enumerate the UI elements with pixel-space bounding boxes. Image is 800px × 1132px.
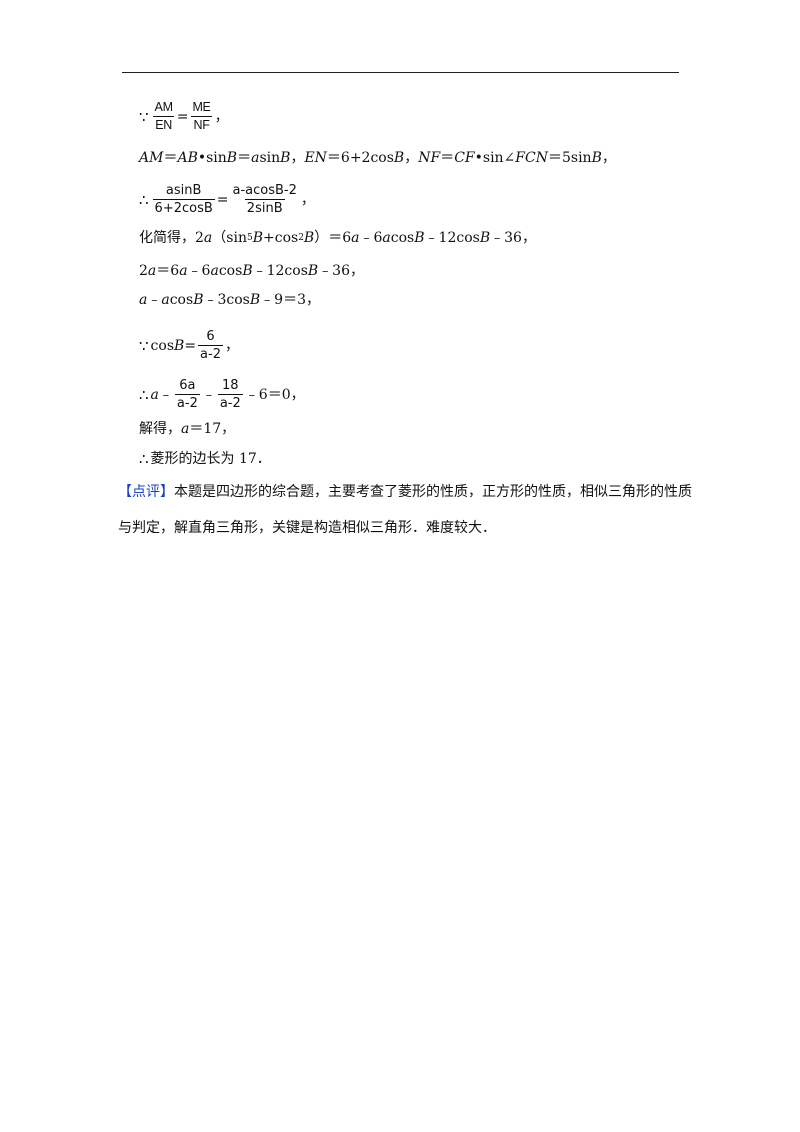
fraction-6a-over-a-2: 6a a-2 (174, 378, 200, 411)
therefore-symbol: ∴ (139, 190, 149, 209)
solution-line: 解得， a ＝17， (139, 421, 236, 437)
comment-tag: 【点评】 (118, 484, 174, 500)
fraction-me-nf: ME NF (191, 100, 212, 132)
fraction-asinb: asinB 6+2cosB (152, 183, 215, 216)
fraction-6-over-a-2: 6 a-2 (198, 329, 223, 362)
equation-a-line: a ﹣ a cos B ﹣3cos B ﹣9＝3， (139, 292, 320, 308)
equation-substituted-line: ∴ a ﹣ 6a a-2 ﹣ 18 a-2 ﹣6＝0， (139, 378, 305, 411)
equation-2a-line: 2 a ＝6 a ﹣6 a cos B ﹣12cos B ﹣36， (139, 263, 365, 279)
therefore-symbol: ∴ (139, 385, 149, 404)
fraction-am-en: AM EN (153, 100, 174, 132)
because-symbol: ∵ (139, 336, 149, 355)
equation-lengths-line: AM ＝ AB •sin B ＝ a sin B ， EN ＝6+2cos B … (139, 150, 616, 166)
because-symbol: ∵ (139, 107, 149, 126)
equation-cosb-line: ∵ cos B = 6 a-2 ， (139, 329, 239, 362)
comment-line-2: 与判定，解直角三角形，关键是构造相似三角形．难度较大． (118, 520, 496, 536)
simplify-line: 化简得，2 a （sin 5 B +cos 2 B ）＝6 a ﹣6 a cos… (139, 230, 536, 246)
fraction-18-over-a-2: 18 a-2 (217, 378, 243, 411)
fraction-a-acosb: a-acosB-2 2sinB (232, 183, 297, 216)
comment-line-1: 【点评】本题是四边形的综合题，主要考查了菱形的性质，正方形的性质，相似三角形的性… (118, 484, 692, 500)
therefore-symbol: ∴ (139, 450, 149, 468)
equation-ratio-line: ∵ AM EN = ME NF ， (139, 100, 229, 132)
conclusion-line: ∴ 菱形的边长为 17． (139, 450, 271, 468)
equation-proportion-line: ∴ asinB 6+2cosB = a-acosB-2 2sinB ， (139, 183, 315, 216)
header-rule (122, 72, 679, 73)
